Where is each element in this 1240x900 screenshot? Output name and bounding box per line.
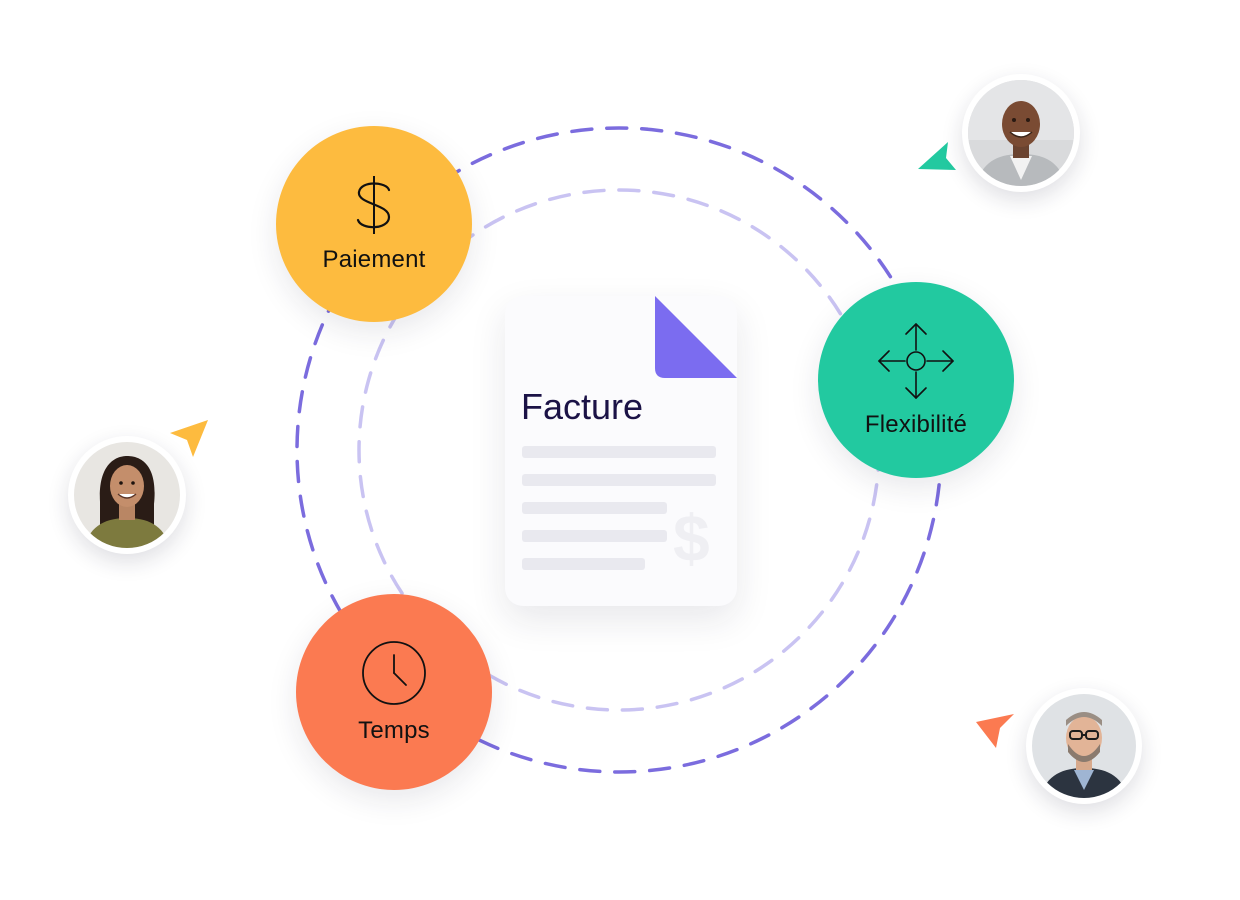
person-photo [1032,694,1136,798]
invoice-title: Facture [521,386,644,427]
pointer-yellow-icon [170,420,208,457]
invoice-text-line [522,474,716,486]
person-photo [968,80,1074,186]
person-photo [74,442,180,548]
avatar-left [68,436,186,554]
clock-icon [362,641,426,705]
avatar-top-right [962,74,1080,192]
node-temps: Temps [296,594,492,790]
pointer-orange-icon [976,714,1014,748]
node-label-temps: Temps [358,717,430,744]
invoice-text-line [522,558,645,570]
dollar-watermark-icon: $ [673,501,710,575]
pointer-teal-icon [918,142,956,170]
dollar-icon [356,176,391,234]
page-fold-corner [655,296,737,378]
node-flexibilite: Flexibilité [818,282,1014,478]
node-label-paiement: Paiement [322,246,426,273]
node-label-flexibilite: Flexibilité [864,411,968,438]
invoice-text-line [522,502,667,514]
invoice-document: Facture $ [505,296,737,606]
avatar-bottom-right [1026,688,1142,804]
node-paiement: Paiement [276,126,472,322]
invoice-text-line [522,530,667,542]
invoice-text-line [522,446,716,458]
move-arrows-icon [878,323,954,399]
